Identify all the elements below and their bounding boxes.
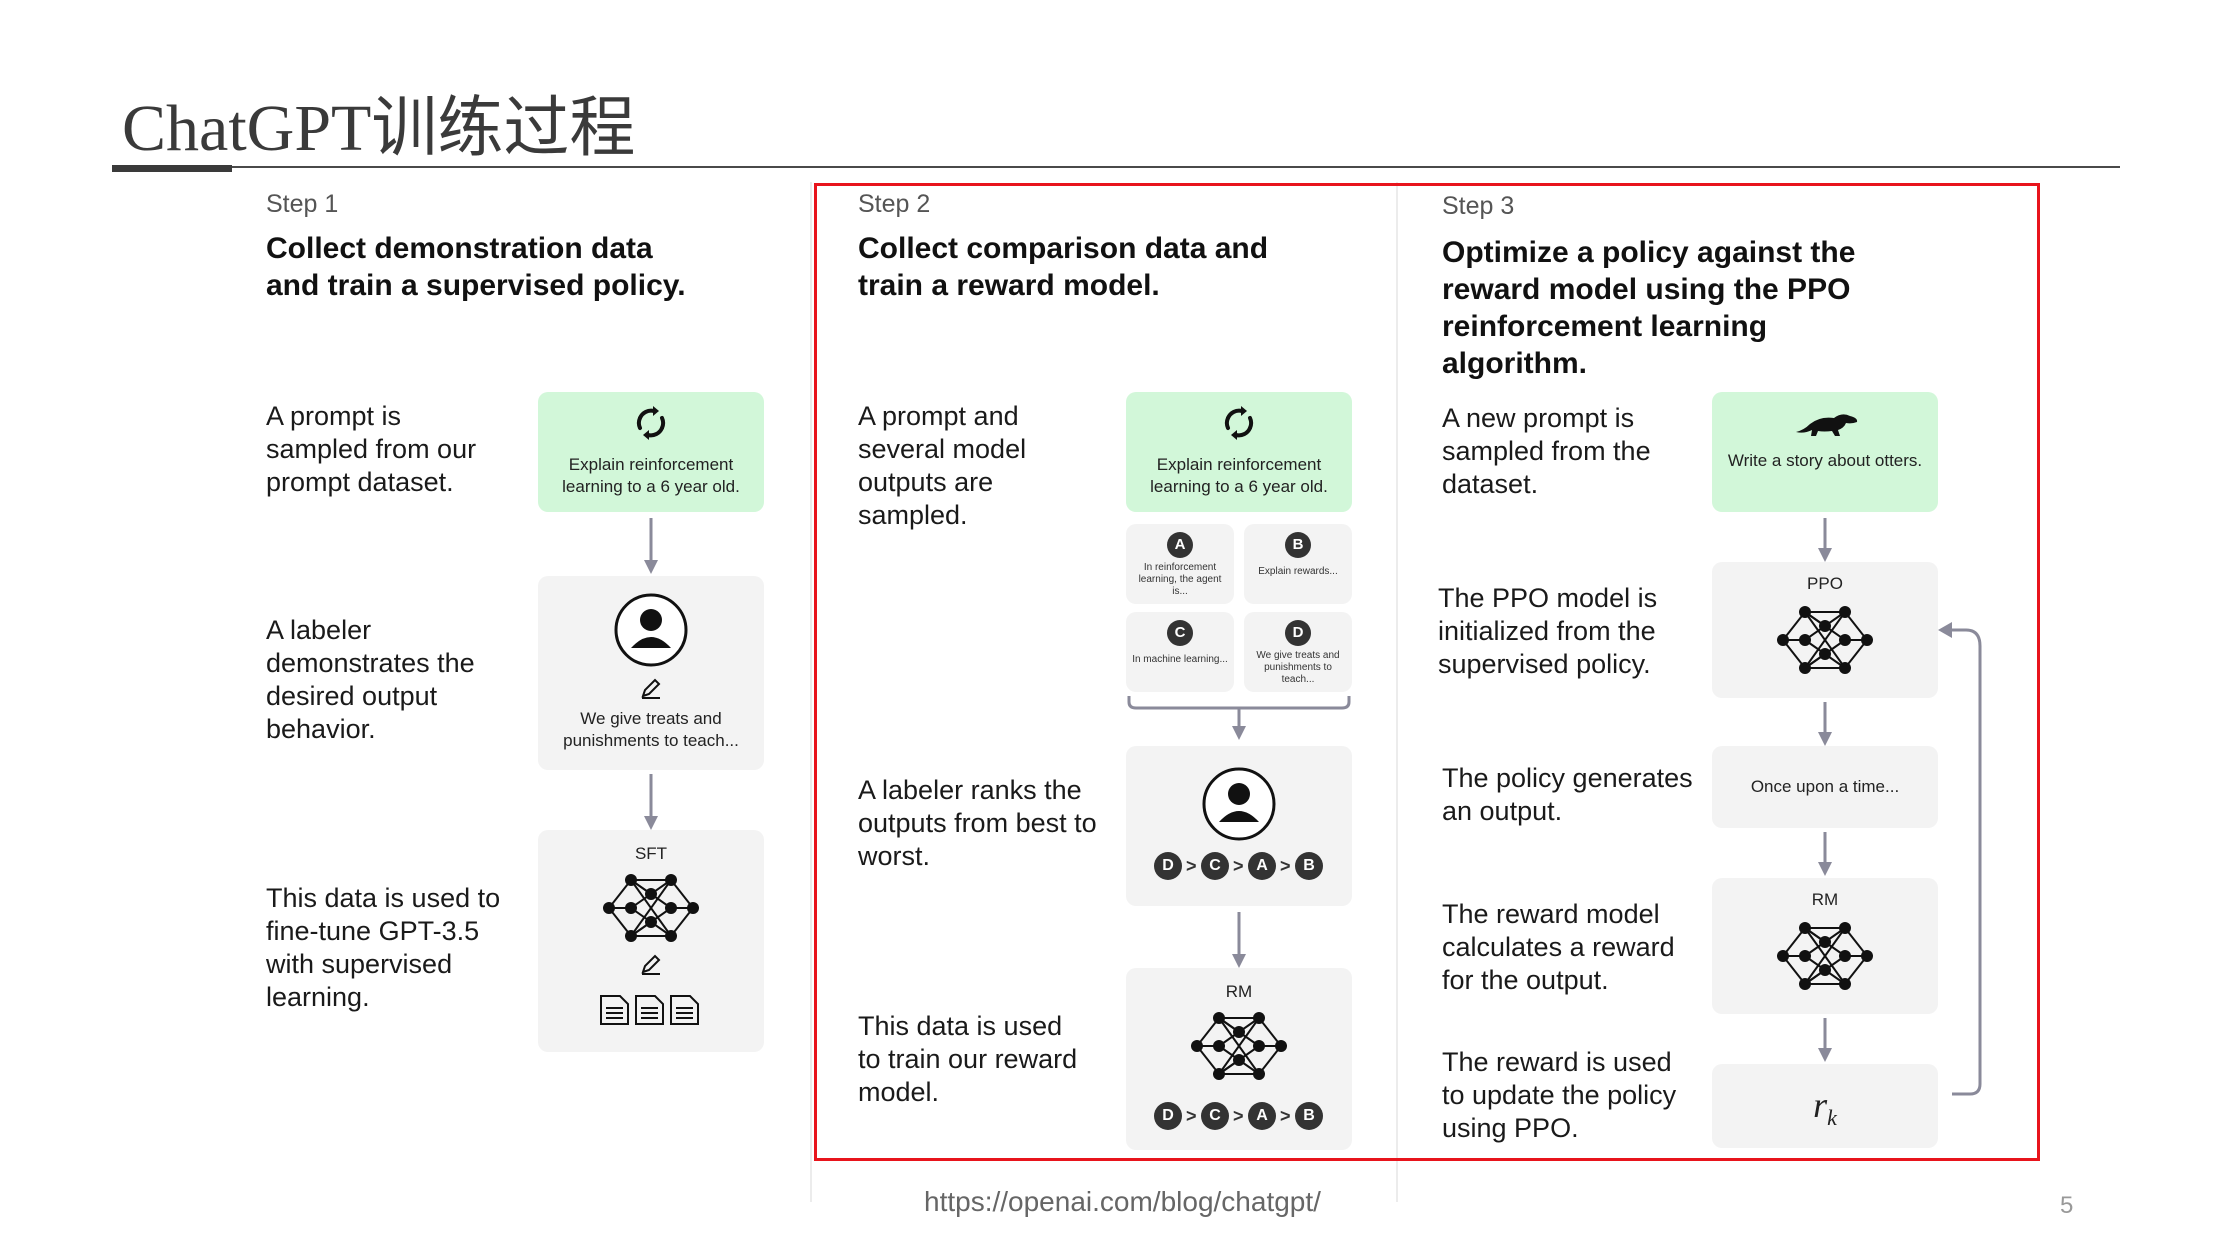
output-text-a: In reinforcement learning, the agent is.… [1138,562,1222,597]
step1-desc-finetune: This data is used to fine-tune GPT-3.5 w… [266,883,501,1012]
step3-desc-prompt: A new prompt is sampled from the dataset… [1442,403,1651,499]
step2-desc-train: This data is used to train our reward mo… [858,1011,1078,1107]
step2-rm-box: RM D > C > A > B [1126,968,1352,1150]
rank-separator: > [1186,856,1197,876]
step3-output-box: Once upon a time... [1712,746,1938,828]
source-link[interactable]: https://openai.com/blog/chatgpt/ [924,1186,1321,1217]
step2-prompt-text: Explain reinforcement learning to a 6 ye… [1150,455,1328,496]
step1-labeler-text: We give treats and punishments to teach.… [563,709,739,750]
step2-desc-ranks: A labeler ranks the outputs from best to… [858,775,1097,871]
rank-badge: D [1154,1102,1182,1130]
ppo-label: PPO [1807,574,1843,593]
step1-prompt-box: Explain reinforcement learning to a 6 ye… [538,392,764,512]
reward-symbol: rk [1813,1085,1837,1131]
rank-badge: C [1201,852,1229,880]
title-rule-accent [112,165,232,172]
rank-separator: > [1280,856,1291,876]
rank-separator: > [1186,1106,1197,1126]
neural-network-icon [1777,606,1873,674]
rank-badge: A [1248,852,1276,880]
labeler-person-icon [614,593,688,667]
feedback-loop-arrow-icon [1938,622,1982,1096]
step2-prompt-box: Explain reinforcement learning to a 6 ye… [1126,392,1352,512]
step1-desc-prompt: A prompt is sampled from our prompt data… [266,401,477,497]
rank-badge: C [1201,1102,1229,1130]
output-text-c: In machine learning... [1132,654,1228,665]
step1-heading: Collect demonstration data and train a s… [266,232,686,302]
rank-separator: > [1233,1106,1244,1126]
output-badge-d: D [1285,620,1311,646]
otter-icon [1796,414,1858,436]
flow-arrow-icon [1818,518,1832,562]
pencil-icon [641,678,661,699]
output-text-d: We give treats and punishments to teach.… [1256,650,1340,685]
step2-heading: Collect comparison data and train a rewa… [858,232,1269,302]
rank-badge: B [1295,852,1323,880]
column-divider [1396,182,1398,1202]
step2-label: Step 2 [858,190,931,218]
step3-heading: Optimize a policy against the reward mod… [1442,236,1856,380]
step2-desc-sampled: A prompt and several model outputs are s… [858,401,1027,530]
step3-prompt-box: Write a story about otters. [1712,392,1938,512]
step3-desc-update: The reward is used to update the policy … [1442,1047,1677,1143]
flow-arrow-icon [644,518,658,574]
refresh-icon [636,406,666,440]
step1-label: Step 1 [266,190,339,218]
step3-desc-reward: The reward model calculates a reward for… [1442,899,1675,995]
column-divider [810,182,812,1202]
slide-title: ChatGPT训练过程 [122,92,636,165]
output-badge-a: A [1167,532,1193,558]
flow-arrow-icon [1232,912,1246,968]
rank-badge: D [1154,852,1182,880]
flow-arrow-icon [644,774,658,830]
highlight-box [814,183,2040,1161]
title-rule [112,166,2120,168]
output-card-a: A In reinforcement learning, the agent i… [1126,524,1234,604]
flow-arrow-icon [1818,832,1832,876]
step3-reward-box: rk [1712,1064,1938,1148]
pencil-icon [641,954,661,975]
step3-ppo-box: PPO [1712,562,1938,698]
output-card-d: D We give treats and punishments to teac… [1244,612,1352,692]
step1-sft-box: SFT [538,830,764,1052]
output-text-b: Explain rewards... [1258,566,1338,577]
step3-desc-ppo: The PPO model is initialized from the su… [1438,583,1658,679]
page-number: 5 [2060,1192,2074,1219]
documents-icon [600,995,699,1025]
rank-separator: > [1233,856,1244,876]
rank-separator: > [1280,1106,1291,1126]
output-badge-b: B [1285,532,1311,558]
labeler-person-icon [1202,767,1276,841]
step1-labeler-box: We give treats and punishments to teach.… [538,576,764,770]
output-card-c: C In machine learning... [1126,612,1234,692]
step3-output-text: Once upon a time... [1750,777,1900,796]
rm-label: RM [1225,982,1253,1001]
bracket-arrow-icon [1127,696,1351,740]
rm-label: RM [1811,890,1839,909]
step3-rm-box: RM [1712,878,1938,1014]
sft-label: SFT [634,844,668,863]
step2-ranking-box: D > C > A > B [1126,746,1352,906]
rank-badge: A [1248,1102,1276,1130]
rank-badge: B [1295,1102,1323,1130]
neural-network-icon [1777,922,1873,990]
flow-arrow-icon [1818,702,1832,746]
step3-label: Step 3 [1442,192,1515,220]
step1-prompt-text: Explain reinforcement learning to a 6 ye… [562,455,740,496]
neural-network-icon [603,874,699,942]
neural-network-icon [1191,1012,1287,1080]
flow-arrow-icon [1818,1018,1832,1062]
step1-desc-labeler: A labeler demonstrates the desired outpu… [266,615,475,744]
output-badge-c: C [1167,620,1193,646]
step3-prompt-text: Write a story about otters. [1727,451,1923,470]
output-card-b: B Explain rewards... [1244,524,1352,604]
step3-desc-generate: The policy generates an output. [1442,763,1693,826]
refresh-icon [1224,406,1254,440]
